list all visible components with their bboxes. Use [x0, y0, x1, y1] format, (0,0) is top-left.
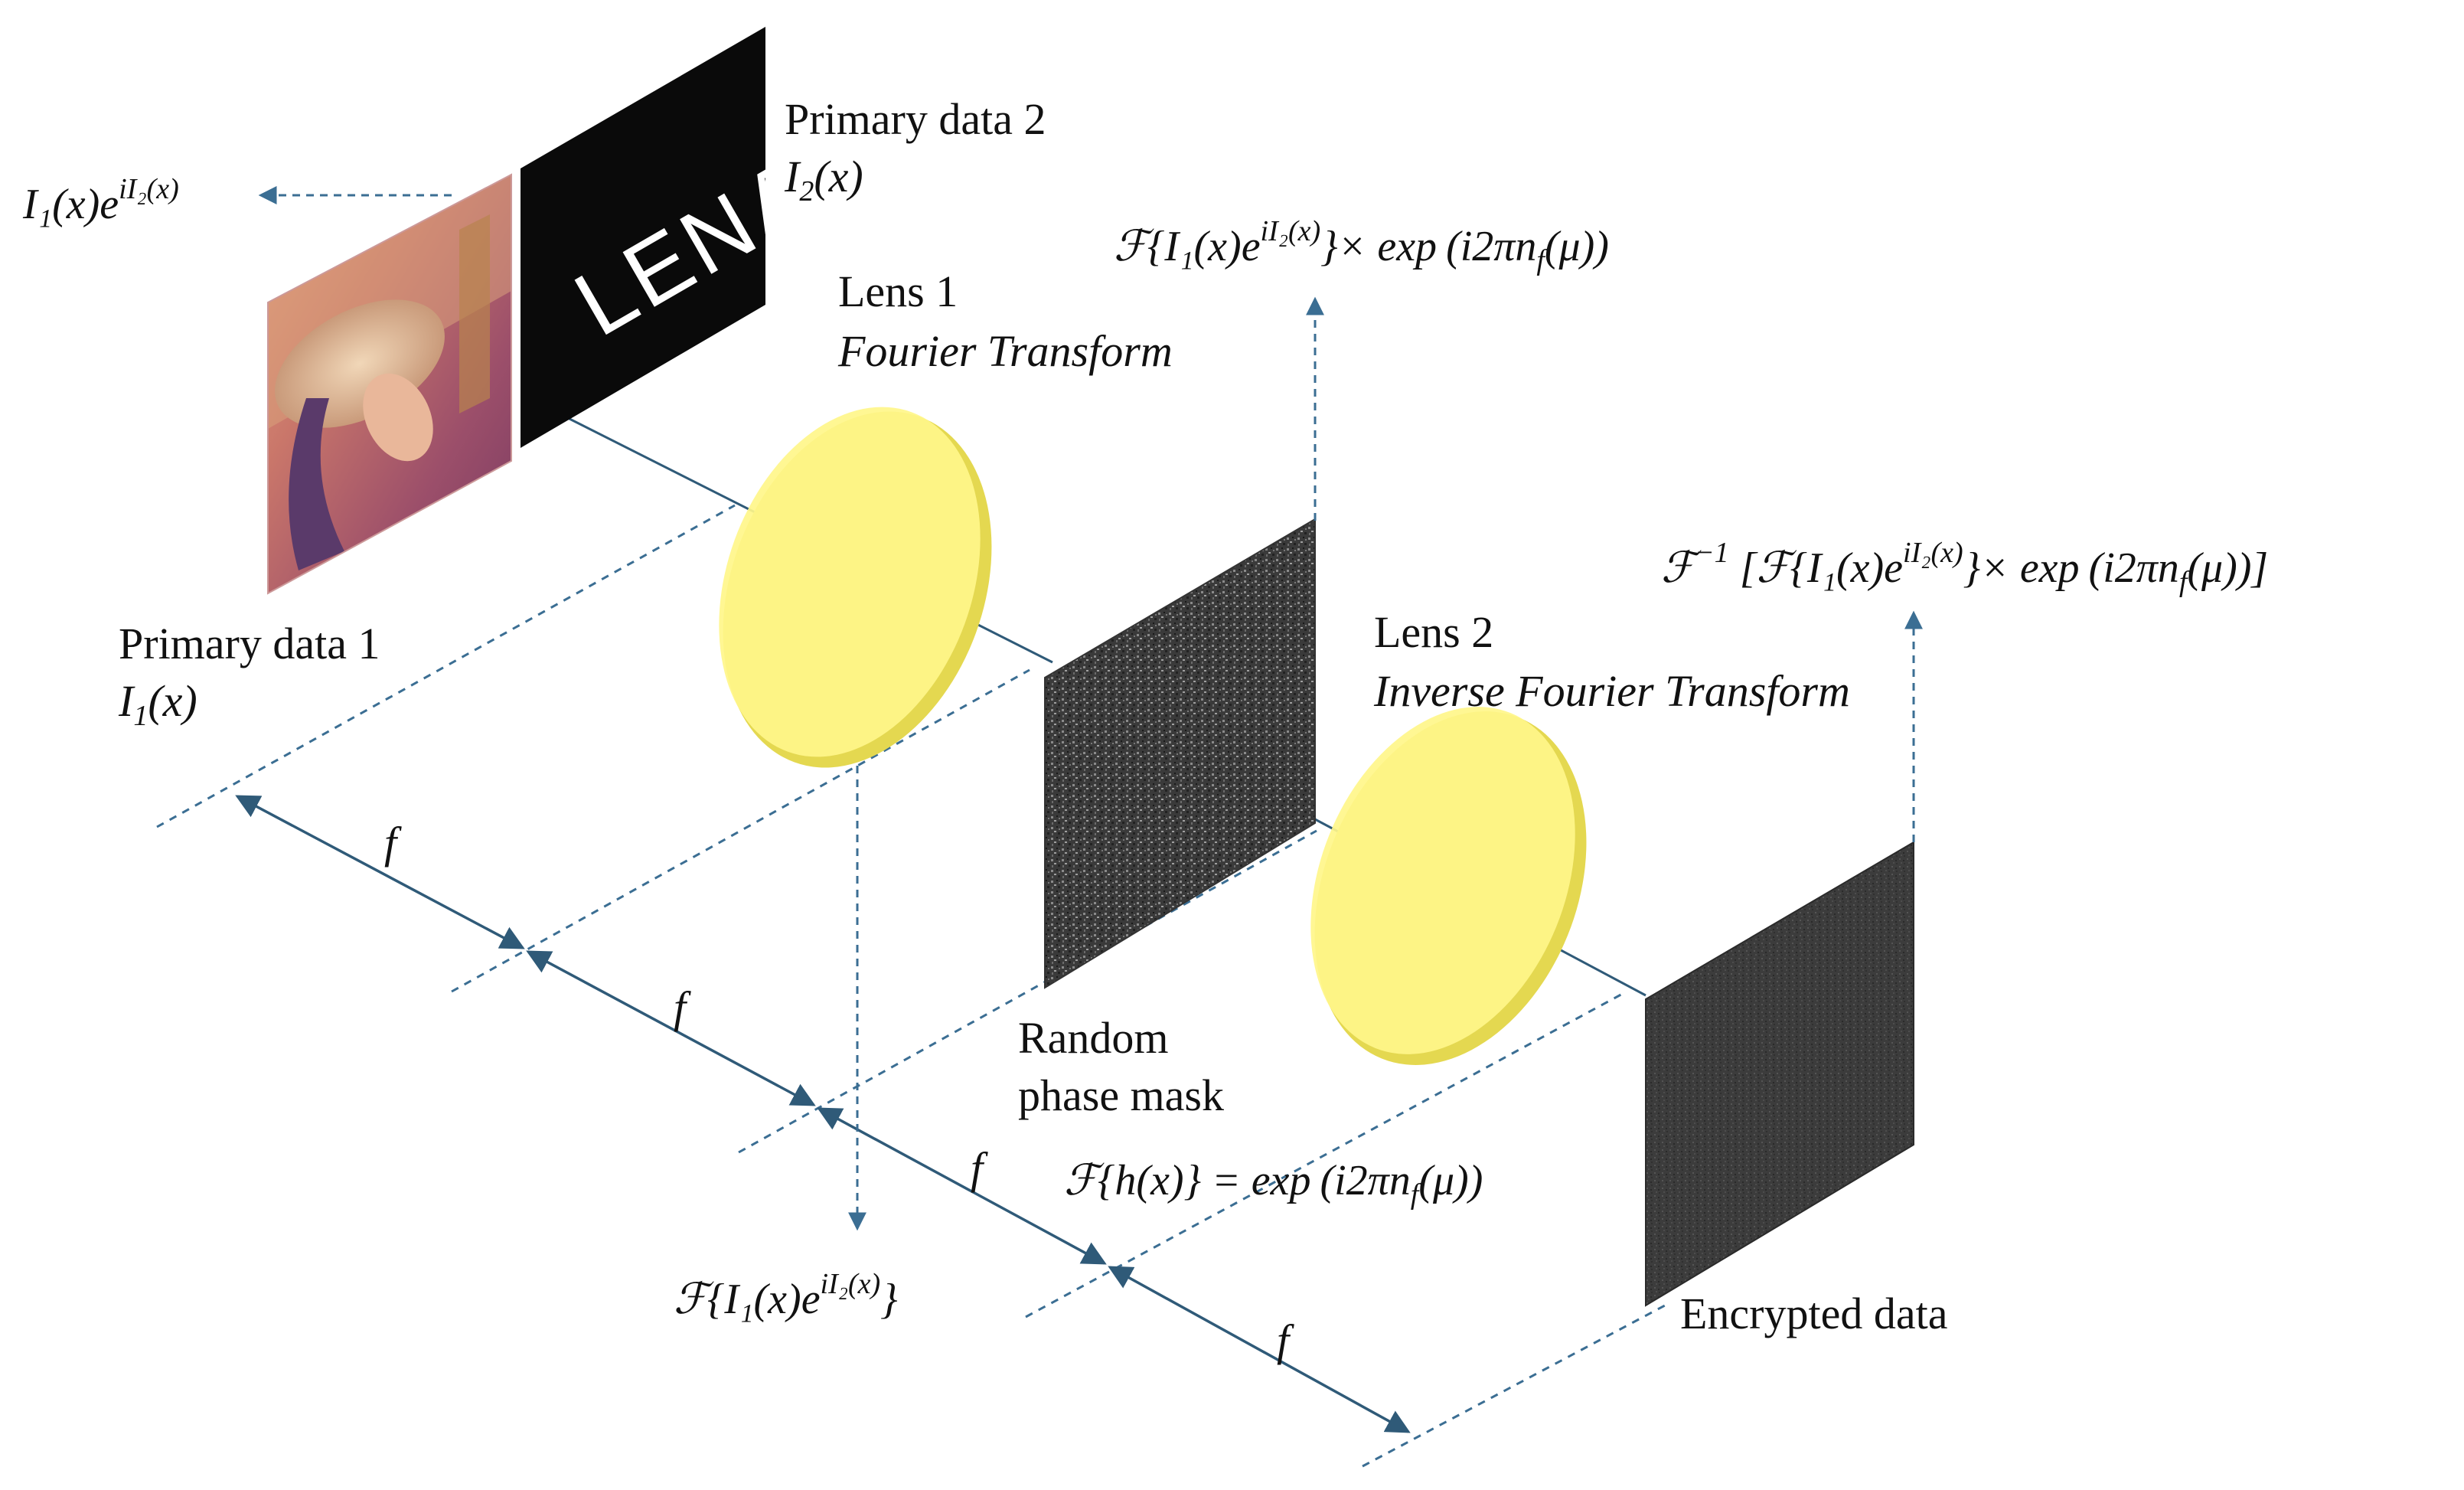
primary-data-1-image: [267, 173, 512, 595]
annotation-arrows: [258, 186, 1923, 1231]
random-phase-mask: [1044, 518, 1316, 989]
lens-2-title: Lens 2: [1374, 607, 1493, 657]
primary-data-1-title: Primary data 1: [119, 619, 380, 668]
focal-label-2: f: [674, 982, 691, 1032]
focal-label-1: f: [384, 818, 402, 868]
after-mask-equation: ℱ{I₁(x)eiI₂(x)}× exp(i2πnf(μ)): [1114, 215, 1609, 276]
encrypted-data-title: Encrypted data: [1680, 1289, 1947, 1338]
mask-label-line-2: phase mask: [1018, 1070, 1224, 1120]
focal-label-3: f: [971, 1143, 988, 1193]
lens-2-subtitle: Inverse Fourier Transform: [1373, 666, 1850, 716]
input-field-equation: I₁(x)eiI₂(x): [22, 173, 179, 228]
lens-1: [719, 407, 992, 768]
mask-label-line-1: Random: [1018, 1013, 1169, 1063]
mask-equation: ℱ{h(x)} = exp(i2πnf(μ)): [1064, 1157, 1483, 1211]
lens-1-output-equation: ℱ{I₁(x)eiI₂(x)}: [674, 1268, 898, 1323]
primary-data-2-symbol: I2(x): [784, 152, 863, 207]
lens-1-title: Lens 1: [838, 266, 958, 316]
focal-arrows: [235, 795, 1411, 1433]
lens-2: [1310, 707, 1587, 1065]
baseline-guides: [156, 504, 1666, 1468]
focal-label-4: f: [1277, 1315, 1294, 1365]
primary-data-2-title: Primary data 2: [785, 94, 1046, 144]
primary-data-2-panel: LENA: [521, 27, 834, 448]
primary-data-1-symbol: I1(x): [118, 676, 197, 732]
lens-1-subtitle: Fourier Transform: [837, 326, 1173, 376]
final-output-equation: ℱ−1[ℱ{I₁(x)eiI₂(x)}× exp(i2πnf(μ))]: [1661, 537, 2268, 598]
encrypted-data-panel: [1645, 841, 1914, 1307]
